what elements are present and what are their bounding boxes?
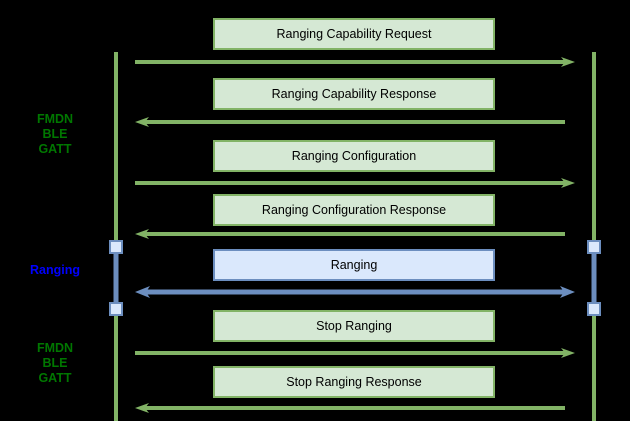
phase-label-line: GATT <box>38 371 72 385</box>
message-arrow-2 <box>135 117 565 127</box>
message-arrow-6 <box>135 348 575 358</box>
phase-label-fmdn-ble-gatt-bottom: FMDN BLE GATT <box>15 341 95 386</box>
message-box-ranging-capability-request: Ranging Capability Request <box>213 18 495 50</box>
phase-label-line: GATT <box>38 142 72 156</box>
message-box-ranging-configuration-response: Ranging Configuration Response <box>213 194 495 226</box>
message-label: Ranging <box>330 258 378 272</box>
phase-label-ranging: Ranging <box>15 263 95 278</box>
phase-label-fmdn-ble-gatt-top: FMDN BLE GATT <box>15 112 95 157</box>
message-box-ranging-configuration: Ranging Configuration <box>213 140 495 172</box>
message-label: Stop Ranging <box>316 319 392 333</box>
phase-label-line: FMDN <box>36 341 74 355</box>
activation-marker-right-bottom <box>587 302 601 316</box>
activation-marker-left-bottom <box>109 302 123 316</box>
message-arrow-1 <box>135 57 575 67</box>
message-box-stop-ranging: Stop Ranging <box>213 310 495 342</box>
arrowhead-left-icon <box>135 403 149 413</box>
activation-marker-left-top <box>109 240 123 254</box>
message-box-ranging-capability-response: Ranging Capability Response <box>213 78 495 110</box>
arrowhead-left-icon <box>135 117 149 127</box>
arrowhead-left-icon <box>135 286 150 298</box>
message-box-ranging: Ranging <box>213 249 495 281</box>
message-arrow-4 <box>135 229 565 239</box>
phase-label-line: BLE <box>42 356 68 370</box>
message-arrow-3 <box>135 178 575 188</box>
phase-label-line: FMDN <box>36 112 74 126</box>
phase-label-line: Ranging <box>30 263 80 277</box>
message-label: Ranging Capability Request <box>276 27 432 41</box>
message-label: Stop Ranging Response <box>286 375 422 389</box>
message-label: Ranging Configuration <box>291 149 417 163</box>
message-arrow-7 <box>135 403 565 413</box>
message-arrow-5 <box>135 286 575 298</box>
arrowhead-right-icon <box>561 57 575 67</box>
activation-marker-right-top <box>587 240 601 254</box>
message-label: Ranging Capability Response <box>271 87 437 101</box>
arrowhead-left-icon <box>135 229 149 239</box>
phase-label-line: BLE <box>42 127 68 141</box>
arrowhead-right-icon <box>560 286 575 298</box>
arrowhead-right-icon <box>561 178 575 188</box>
message-label: Ranging Configuration Response <box>261 203 447 217</box>
message-box-stop-ranging-response: Stop Ranging Response <box>213 366 495 398</box>
arrowhead-right-icon <box>561 348 575 358</box>
